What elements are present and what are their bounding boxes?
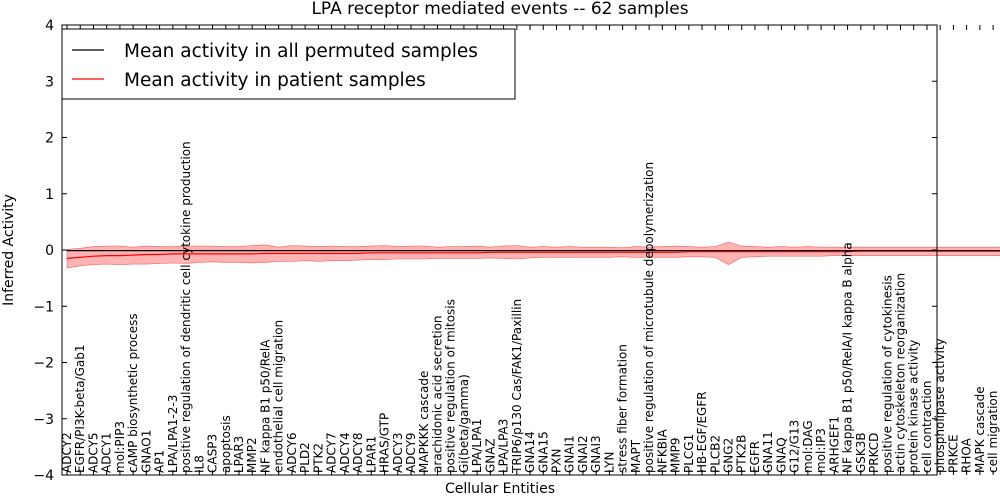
x-tick-label: GNAO1 [139,430,153,473]
x-tick-label: ADCY6 [285,432,299,473]
x-tick-label: PLCG1 [682,434,696,473]
series-line-layer [66,250,1000,259]
x-tick-label: MAPKKK cascade [417,371,431,473]
x-tick-label: HRAS/GTP [378,413,392,473]
x-tick-label: GNAI2 [576,435,590,473]
x-tick-label: cell contraction [920,380,934,473]
x-tick-label: mol:PIP3 [113,421,127,473]
x-tick-label: GSK3B [854,432,868,473]
x-tick-label: LPAR3 [232,436,246,473]
x-tick-label: LPA/LPA1-2-3 [166,395,180,473]
x-tick-label: GNA15 [536,431,550,473]
y-tick-label: −3 [33,412,54,428]
y-axis-label: Inferred Activity [1,194,17,306]
x-tick-label: apoptosis [219,415,233,473]
x-tick-label: phospholipase activity [933,338,947,473]
x-tick-label: ADCY1 [100,432,114,473]
x-tick-label: G12/G13 [788,420,802,473]
x-tick-label: ADCY7 [325,432,339,473]
x-tick-label: HB-EGF/EGFR [695,391,709,473]
x-tick-label: mol:DAG [801,420,815,473]
x-tick-label: GNAI3 [589,435,603,473]
x-tick-label: NF kappa B1 p50/RelA [259,339,273,473]
x-tick-label: positive regulation of cytokinesis [880,275,894,473]
x-tick-label: GNG2 [722,438,736,473]
x-tick-label: GNAQ [774,437,788,473]
x-tick-label: PTK2B [735,435,749,473]
x-tick-label: GNA14 [523,431,537,473]
y-tick-label: 2 [45,131,54,147]
x-axis-label: Cellular Entities [445,481,555,497]
x-tick-label: stress fiber formation [616,344,630,473]
x-tick-label: EGFR/PI3K-beta/Gab1 [73,344,87,473]
y-tick-label: 0 [45,243,54,259]
x-tick-label: PLD2 [298,442,312,473]
x-tick-label: MMP9 [669,437,683,473]
x-tick-label: actin cytoskeleton reorganization [894,273,908,473]
x-tick-label: ADCY3 [391,432,405,473]
y-axis: 4 3 2 1 0 −1 −2 −3 −4 [33,18,937,484]
x-tick-label: CASP3 [206,434,220,473]
x-tick-label: NFKBIA [655,429,669,474]
x-tick-label: PRKCD [867,433,881,473]
y-tick-label: −1 [33,299,54,315]
legend: Mean activity in all permuted samples Me… [61,28,516,100]
x-tick-label: ADCY8 [351,432,365,473]
x-tick-label: PLCB2 [708,435,722,473]
x-tick-label: PTK2 [311,443,325,473]
x-tick-label: LYN [602,452,616,473]
x-tick-label: LPA/LPA3 [497,419,511,473]
chart-title: LPA receptor mediated events -- 62 sampl… [311,0,688,19]
y-tick-label: 3 [45,74,54,90]
x-tick-label: arachidonic acid secretion [430,315,444,472]
x-tick-label: positive regulation of dendritic cell cy… [179,141,193,473]
x-tick-label: IL8 [192,455,206,473]
x-tick-label: EGFR [748,441,762,473]
x-tick-label: endothelial cell migration [272,320,286,473]
x-tick-label: LPAR1 [364,436,378,473]
x-tick-label: ADCY2 [60,432,74,473]
x-tick-label: PRKCE [946,434,960,473]
y-tick-label: −4 [33,468,54,484]
x-tick-label: AP1 [153,450,167,473]
x-tick-label: protein kinase activity [907,340,921,473]
x-tick-label: cell migration [986,391,1000,473]
x-tick-label: mol:IP3 [814,428,828,473]
confidence-band-layer [66,241,1000,269]
y-tick-label: 4 [45,18,54,34]
legend-label-permuted: Mean activity in all permuted samples [124,41,478,62]
x-tick-label: MMP2 [245,437,259,473]
x-tick-label: Gi(beta/gamma) [457,374,471,473]
legend-box [61,28,516,100]
x-tick-label: ADCY9 [404,432,418,473]
x-tick-label: PXN [550,449,564,473]
patient-variability-band [66,241,1000,269]
x-tick-label: positive regulation of mitosis [444,299,458,473]
x-tick-label: RHOA [960,437,974,473]
y-tick-label: 1 [45,187,54,203]
x-tick-label: TRIP6/p130 Cas/FAK1/Paxillin [510,299,524,474]
x-tick-label: LPA/LPA1 [470,419,484,473]
x-tick-label: ARHGEF1 [827,416,841,473]
x-tick-label: MAPK cascade [973,386,987,473]
x-tick-label: MAPT [629,439,643,473]
legend-label-patient: Mean activity in patient samples [124,70,426,91]
x-tick-label: cAMP biosynthetic process [126,313,140,473]
x-tick-label: NF kappa B1 p50/RelA/I kappa B alpha [841,242,855,473]
x-tick-label: GNAI1 [563,435,577,473]
x-tick-label: GNAZ [483,438,497,473]
x-tick-label: ADCY5 [87,432,101,473]
x-tick-label: ADCY4 [338,432,352,473]
y-tick-label: −2 [33,356,54,372]
x-tick-label: GNA11 [761,431,775,473]
x-tick-label: positive regulation of microtubule depol… [642,162,656,473]
